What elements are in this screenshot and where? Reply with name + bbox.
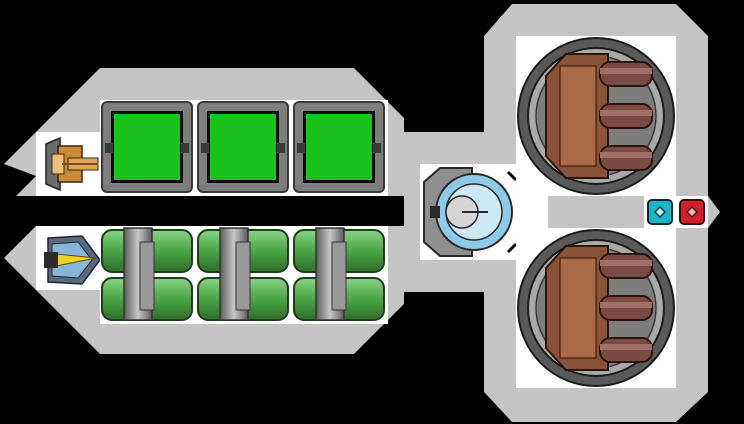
triple-barrel-turret-bottom[interactable] <box>516 228 676 388</box>
cargo-slot-2[interactable] <box>197 101 289 193</box>
reactor-pod-icon[interactable] <box>420 166 516 258</box>
cargo-item-green <box>303 111 375 183</box>
cargo-item-green <box>111 111 183 183</box>
ammo-bay-items <box>647 199 705 225</box>
cyan-ammo-icon[interactable] <box>647 199 673 225</box>
clip-right <box>181 143 189 153</box>
clip-left <box>201 143 209 153</box>
clip-left <box>297 143 305 153</box>
cargo-slot-1[interactable] <box>101 101 193 193</box>
turret-barrels <box>599 253 653 363</box>
clip-right <box>373 143 381 153</box>
red-ammo-icon[interactable] <box>679 199 705 225</box>
yellow-blue-fighter-icon[interactable] <box>38 232 100 288</box>
fuel-tanks <box>101 227 385 321</box>
cargo-item-green <box>207 111 279 183</box>
orange-fighter-icon[interactable] <box>38 136 100 192</box>
corridor <box>516 196 548 228</box>
tank-group-2[interactable] <box>197 227 289 321</box>
tank-group-1[interactable] <box>101 227 193 321</box>
cargo-slot-3[interactable] <box>293 101 385 193</box>
triple-barrel-turret-top[interactable] <box>516 36 676 196</box>
tank-group-3[interactable] <box>293 227 385 321</box>
clip-left <box>105 143 113 153</box>
turret-barrels <box>599 61 653 171</box>
clip-right <box>277 143 285 153</box>
